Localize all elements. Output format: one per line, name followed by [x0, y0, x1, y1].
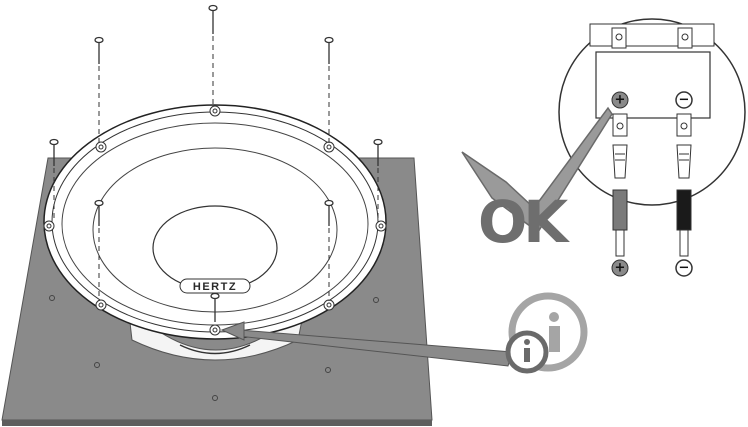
screws	[49, 4, 383, 322]
screw-icon	[94, 199, 104, 301]
screw-icon	[94, 36, 104, 143]
terminal-detail: + −	[558, 18, 746, 206]
ok-label: OK	[478, 188, 570, 256]
screw-icon	[208, 4, 218, 108]
minus-terminal-icon: −	[675, 91, 693, 109]
svg-text:+: +	[615, 93, 626, 108]
speaker-cables: + −	[611, 144, 693, 277]
screw-icon	[49, 138, 59, 222]
info-pointer	[220, 321, 513, 367]
plus-terminal-icon: +	[611, 91, 629, 109]
screw-icon	[324, 199, 334, 301]
screw-icon	[324, 36, 334, 143]
svg-text:−: −	[679, 261, 690, 276]
speaker-brand-label: HERTZ	[193, 281, 237, 293]
svg-text:+: +	[615, 261, 626, 276]
minus-terminal-icon: −	[675, 259, 693, 277]
screw-icon	[373, 138, 383, 222]
svg-text:−: −	[679, 93, 690, 108]
subwoofer-speaker: HERTZ	[43, 104, 387, 361]
check-icon: OK	[461, 106, 613, 256]
plus-terminal-icon: +	[611, 259, 629, 277]
info-icon	[505, 292, 588, 374]
screw-icon	[210, 292, 220, 322]
